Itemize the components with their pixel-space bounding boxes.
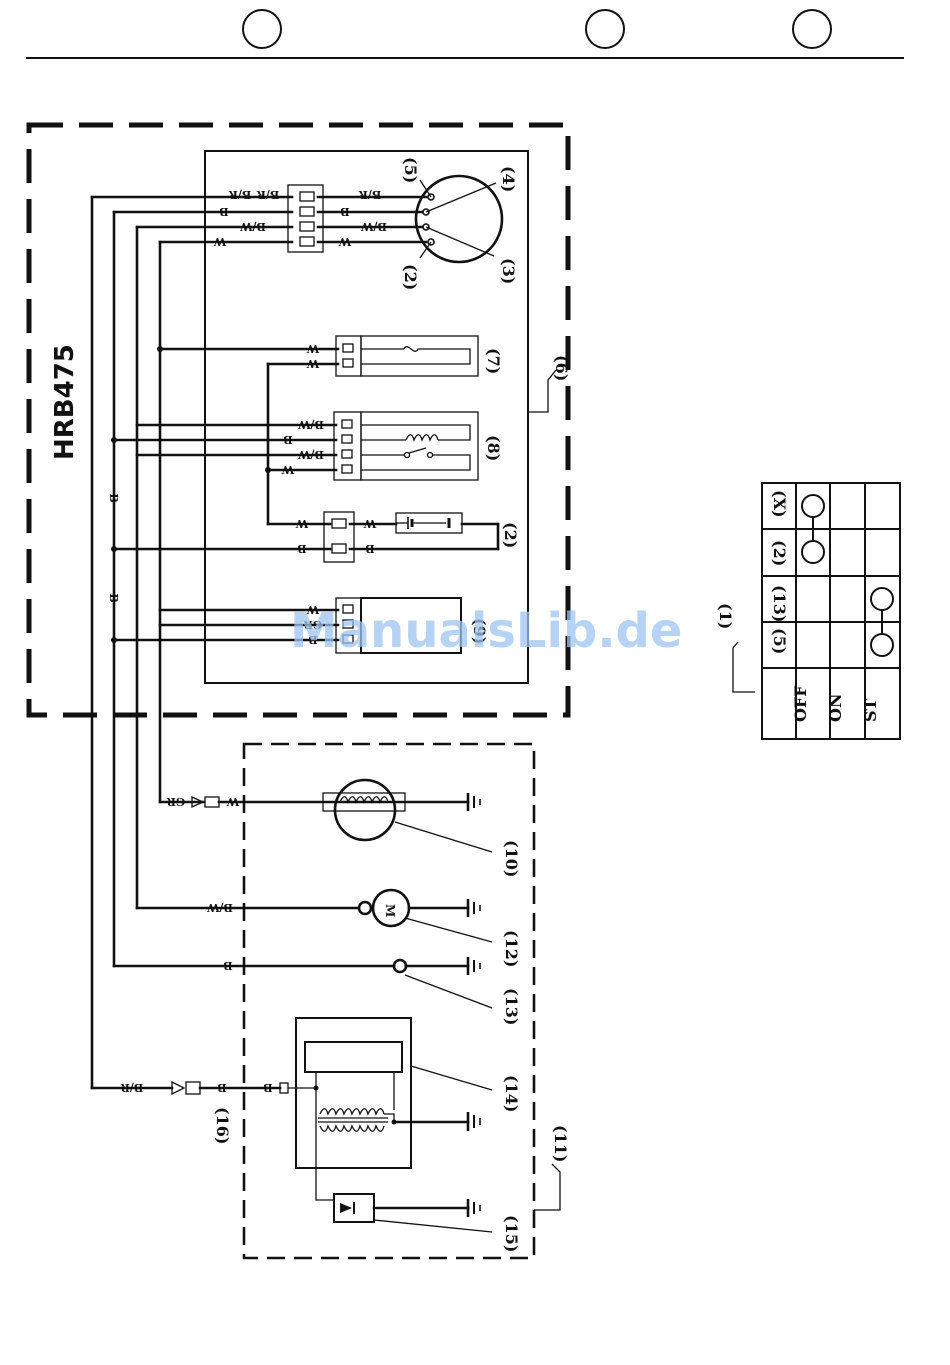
svg-text:(15): (15) <box>502 1215 521 1252</box>
component-7: W W (7) <box>160 336 503 376</box>
svg-text:(7): (7) <box>484 348 503 374</box>
svg-text:B/R: B/R <box>228 188 251 201</box>
svg-text:B: B <box>297 542 306 555</box>
table-row-on: ON <box>826 693 845 722</box>
svg-text:B: B <box>340 205 349 218</box>
svg-text:W: W <box>306 342 320 355</box>
switch-table: (1) (5) (13) (2) (X) OFF ON ST <box>716 483 900 739</box>
junction-dots <box>111 346 271 643</box>
svg-text:B/R: B/R <box>358 188 381 201</box>
watermark: ManualsLib.de <box>290 603 682 659</box>
table-callout: (1) <box>716 603 735 629</box>
svg-text:(2): (2) <box>501 522 520 548</box>
component-13: B (13) <box>114 957 521 1025</box>
model-title: HRB475 <box>50 344 80 460</box>
switch-body <box>416 176 502 262</box>
svg-text:W: W <box>226 795 240 808</box>
svg-text:(11): (11) <box>551 1125 570 1162</box>
vertical-label-b-2: B <box>107 593 120 602</box>
svg-text:(6): (6) <box>552 355 571 381</box>
header-circle-3 <box>793 10 831 48</box>
svg-text:B: B <box>283 433 292 446</box>
svg-text:(12): (12) <box>502 930 521 967</box>
svg-text:B/R: B/R <box>256 188 279 201</box>
vertical-label-b-1: B <box>107 493 120 502</box>
motor-symbol: M <box>383 904 397 917</box>
motor: M B/W (12) <box>137 890 521 967</box>
header-circle-2 <box>586 10 624 48</box>
svg-text:B: B <box>365 542 374 555</box>
svg-text:(8): (8) <box>484 435 503 461</box>
svg-text:B: B <box>223 959 232 972</box>
diode-15: (15) <box>334 1194 521 1252</box>
svg-text:(5): (5) <box>401 157 420 183</box>
st-contact-5 <box>871 634 893 656</box>
callout-6-leader: (6) <box>528 355 571 412</box>
svg-text:B/R: B/R <box>120 1081 143 1094</box>
svg-text:(2): (2) <box>401 264 420 290</box>
svg-text:(4): (4) <box>499 166 518 192</box>
table-col-5: (5) <box>770 628 789 654</box>
svg-text:GR: GR <box>166 795 185 808</box>
table-col-2: (2) <box>770 540 789 566</box>
svg-text:B: B <box>219 205 228 218</box>
table-col-13: (13) <box>770 585 789 622</box>
off-contact-x <box>802 495 824 517</box>
component-8: B/W B B/W W (8) <box>114 412 503 480</box>
harness-verticals <box>92 197 160 1088</box>
svg-text:B/W: B/W <box>298 418 324 431</box>
svg-text:W: W <box>363 517 377 530</box>
ignition-coil: GR W (10) <box>160 780 521 877</box>
svg-text:B/W: B/W <box>240 220 266 233</box>
svg-text:(16): (16) <box>213 1107 232 1144</box>
off-contact-2 <box>802 541 824 563</box>
table-row-st: ST <box>861 698 880 722</box>
ignition-module: B/R B B (14) (16) <box>92 1018 521 1200</box>
svg-text:B/W: B/W <box>298 448 324 461</box>
ignition-switch: (5) (4) (3) (2) B/R B B/W W B/R B B/W W … <box>92 157 518 290</box>
svg-text:W: W <box>213 235 227 248</box>
table-row-off: OFF <box>791 685 810 722</box>
svg-text:(13): (13) <box>502 988 521 1025</box>
st-contact-13 <box>871 588 893 610</box>
svg-text:B: B <box>263 1081 272 1094</box>
svg-text:(10): (10) <box>502 840 521 877</box>
svg-text:B/W: B/W <box>361 220 387 233</box>
component-battery: W W B B (2) <box>114 512 520 562</box>
svg-text:(14): (14) <box>502 1075 521 1112</box>
header-circle-1 <box>243 10 281 48</box>
svg-text:W: W <box>281 463 295 476</box>
header <box>26 10 904 58</box>
svg-text:W: W <box>306 357 320 370</box>
svg-text:W: W <box>295 517 309 530</box>
svg-text:(3): (3) <box>499 258 518 284</box>
table-col-x: (X) <box>770 490 789 518</box>
svg-text:B/W: B/W <box>207 901 233 914</box>
svg-text:W: W <box>338 235 352 248</box>
svg-text:B: B <box>217 1081 226 1094</box>
